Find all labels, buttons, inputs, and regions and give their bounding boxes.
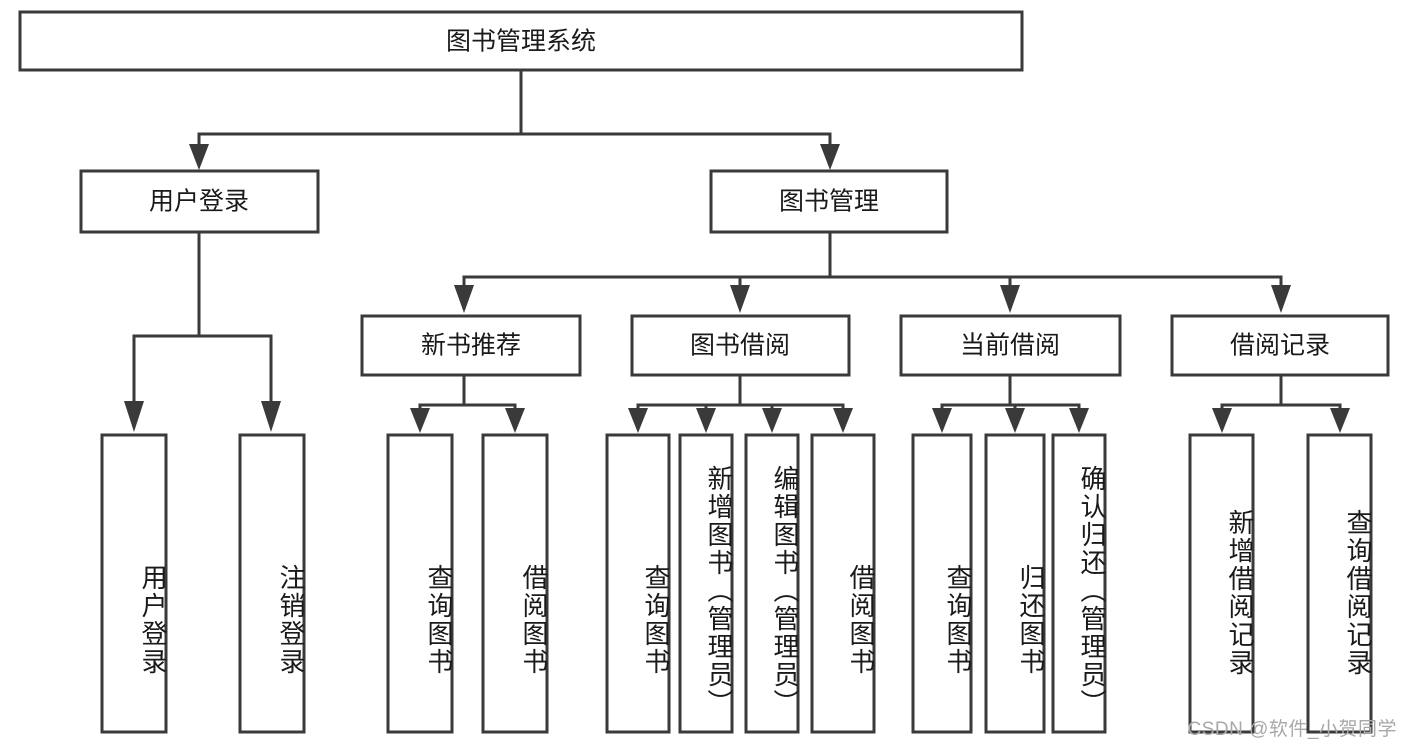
node-borrow-record[interactable]: 借阅记录	[1170, 314, 1390, 377]
arrow-head-leaf-query-book-1	[410, 408, 430, 433]
leaf-box-query-book-1[interactable]	[386, 433, 454, 734]
connector-group-borrow-record	[1212, 373, 1350, 433]
node-book-manage-label: 图书管理	[779, 188, 879, 216]
arrow-head-leaf-add-record	[1212, 408, 1232, 433]
arrow-head-leaf-user-login	[124, 401, 144, 432]
arrow-head-leaf-logout	[261, 401, 281, 432]
leaf-boxes	[100, 433, 1373, 734]
arrow-head-leaf-edit-book	[762, 408, 782, 433]
connector-group-book-borrow	[628, 373, 853, 433]
leaf-box-edit-book[interactable]	[744, 433, 800, 734]
node-borrow-record-box[interactable]	[1170, 314, 1390, 377]
arrow-head-user-login	[189, 144, 209, 170]
node-borrow-record-label: 借阅记录	[1230, 332, 1330, 360]
connector-group-book-manage	[454, 230, 1291, 313]
node-new-book-recommend[interactable]: 新书推荐	[360, 314, 582, 377]
node-user-login-label: 用户登录	[149, 188, 249, 216]
leaf-box-query-book-3[interactable]	[911, 433, 973, 734]
leaf-box-add-record[interactable]	[1188, 433, 1255, 734]
arrow-head-leaf-borrow-book-2	[833, 408, 853, 433]
arrow-head-leaf-query-book-3	[932, 408, 952, 433]
node-new-book-recommend-label: 新书推荐	[421, 332, 521, 360]
leaf-box-return-book[interactable]	[984, 433, 1046, 734]
leaf-box-add-book[interactable]	[678, 433, 734, 734]
leaf-box-user-login[interactable]	[100, 433, 168, 734]
node-book-manage[interactable]: 图书管理	[709, 169, 949, 234]
node-user-login[interactable]: 用户登录	[79, 169, 320, 234]
leaf-box-logout[interactable]	[238, 433, 306, 734]
node-new-book-recommend-box[interactable]	[360, 314, 582, 377]
node-book-borrow-label: 图书借阅	[690, 332, 790, 360]
node-root-label: 图书管理系统	[446, 28, 596, 56]
connector-group-current-borrow	[932, 373, 1089, 433]
node-root-box[interactable]	[18, 10, 1024, 72]
leaf-box-borrow-book-1[interactable]	[481, 433, 549, 734]
leaf-box-confirm-return[interactable]	[1051, 433, 1107, 734]
connector-group-new-book-recommend	[410, 373, 525, 433]
leaf-box-query-record[interactable]	[1306, 433, 1373, 734]
arrow-head-new-book-recommend	[454, 285, 474, 313]
arrow-head-leaf-borrow-book-1	[505, 408, 525, 433]
arrow-head-leaf-query-book-2	[628, 408, 648, 433]
node-current-borrow-label: 当前借阅	[960, 332, 1060, 360]
arrow-head-book-borrow	[730, 285, 750, 313]
leaf-box-borrow-book-2[interactable]	[810, 433, 876, 734]
node-book-manage-box[interactable]	[709, 169, 949, 234]
arrow-head-leaf-add-book	[696, 408, 716, 433]
connector-group-user-login	[124, 230, 281, 432]
arrow-head-leaf-query-record	[1330, 408, 1350, 433]
arrow-head-leaf-return-book	[1005, 408, 1025, 433]
node-book-borrow-box[interactable]	[630, 314, 851, 377]
arrow-head-borrow-record	[1271, 285, 1291, 313]
node-book-borrow[interactable]: 图书借阅	[630, 314, 851, 377]
arrow-head-book-manage	[820, 144, 840, 170]
node-root[interactable]: 图书管理系统	[18, 10, 1024, 72]
connector-group-root	[189, 68, 840, 170]
node-user-login-box[interactable]	[79, 169, 320, 234]
leaf-box-query-book-2[interactable]	[605, 433, 671, 734]
node-current-borrow[interactable]: 当前借阅	[899, 314, 1122, 377]
arrow-head-current-borrow	[1000, 285, 1020, 313]
csdn-watermark: CSDN @软件_小贺同学	[1187, 719, 1397, 740]
node-current-borrow-box[interactable]	[899, 314, 1122, 377]
arrow-head-leaf-confirm-return	[1069, 408, 1089, 433]
